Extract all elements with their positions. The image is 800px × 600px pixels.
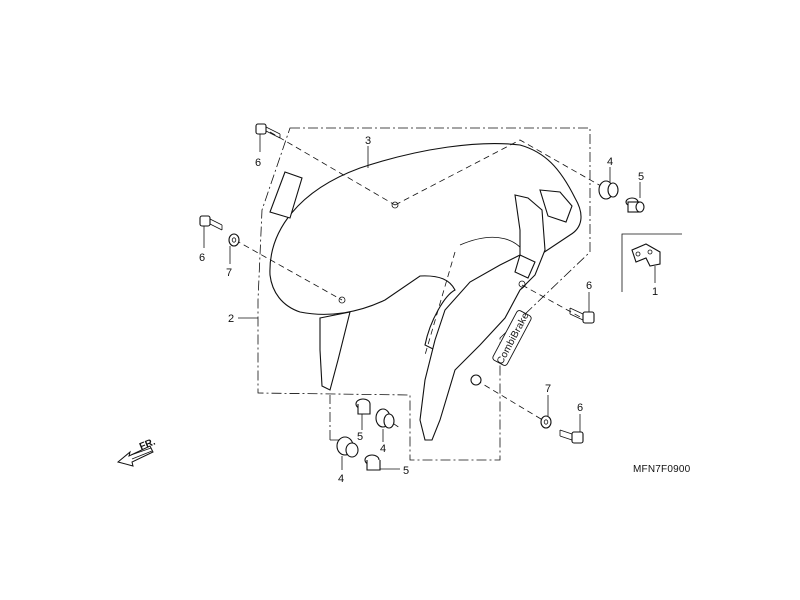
- leader-grommet-4a: [394, 139, 609, 206]
- bolt-6b: [199, 215, 223, 231]
- grommet-4c: [375, 408, 395, 429]
- callout-1: 1: [652, 286, 658, 298]
- callout-6b: 6: [199, 252, 205, 264]
- assembly-boundary-frame: [257, 127, 591, 461]
- mount-hole-side: [338, 296, 346, 304]
- fork-guard-mount-tab: [514, 254, 536, 279]
- collar-5b: [355, 398, 371, 415]
- callout-6d: 6: [577, 402, 583, 414]
- leader-bolt-6a: [269, 131, 396, 206]
- inset-frame-part-1: [621, 233, 682, 292]
- grommet-4a: [598, 180, 619, 200]
- bolt-6d: [559, 429, 584, 444]
- grommet-4b: [336, 436, 359, 458]
- collar-5a: [625, 197, 645, 213]
- diagram-code: MFN7F0900: [633, 464, 691, 475]
- callout-2: 2: [228, 313, 234, 325]
- front-direction-arrow-icon: [116, 445, 154, 467]
- front-direction-label: FR.: [138, 436, 157, 452]
- bolt-6a: [255, 123, 281, 139]
- leader-bolt-6d: [475, 379, 547, 423]
- fork-guard-panel: [419, 194, 546, 441]
- callout-4a: 4: [607, 156, 613, 168]
- washer-7a: [228, 233, 240, 247]
- washer-7b-hole: [543, 419, 549, 425]
- callout-3: 3: [365, 135, 371, 147]
- callout-7b: 7: [545, 383, 551, 395]
- washer-7b: [540, 415, 552, 429]
- clip-part-1: [631, 243, 661, 267]
- callout-5b: 5: [357, 431, 363, 443]
- fender-label-tag: [269, 171, 303, 219]
- callout-5c: 5: [403, 465, 409, 477]
- lower-bracket-frame: [329, 395, 350, 441]
- leader-bolt-6c: [521, 284, 583, 319]
- callout-4b: 4: [338, 473, 344, 485]
- leader-bolt-6b: [234, 239, 343, 301]
- leader-lower-mount: [424, 251, 456, 356]
- washer-7a-hole: [231, 237, 237, 243]
- mount-hole-upper: [391, 201, 399, 209]
- callout-7a: 7: [226, 267, 232, 279]
- inner-fender-strut: [319, 311, 351, 391]
- mount-hole-guard: [518, 280, 526, 288]
- callout-4c: 4: [380, 443, 386, 455]
- collar-5c: [364, 454, 381, 471]
- callout-6c: 6: [586, 280, 592, 292]
- callout-5a: 5: [638, 171, 644, 183]
- rear-bracket: [539, 189, 573, 223]
- bolt-6c: [569, 307, 595, 324]
- callout-6a: 6: [255, 157, 261, 169]
- mount-hole-guard-lower: [470, 374, 482, 386]
